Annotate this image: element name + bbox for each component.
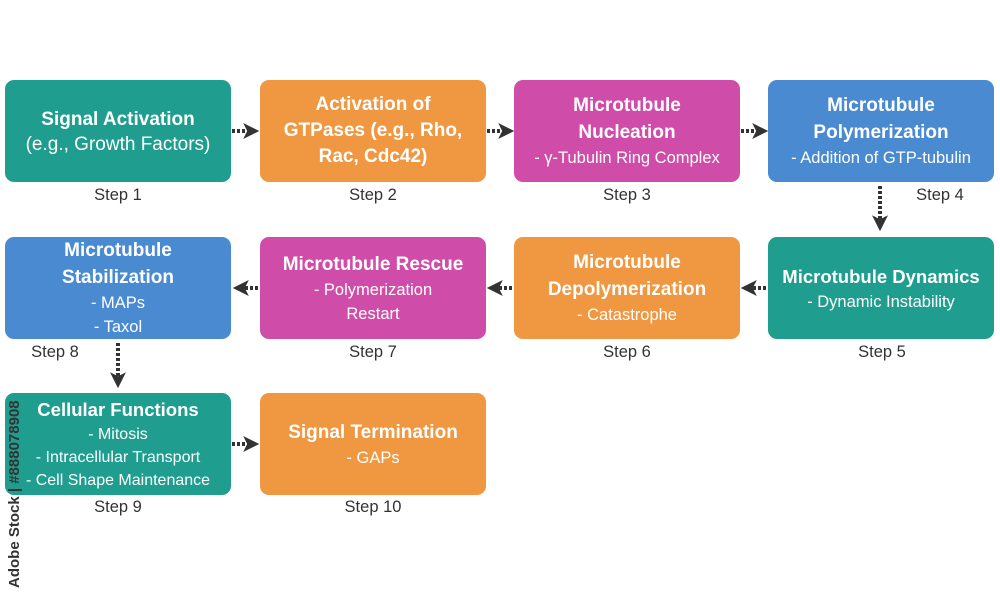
step-9-title: Cellular Functions: [37, 399, 199, 420]
step-9-label: Step 9: [94, 498, 142, 516]
step-2-box: Activation of GTPases (e.g., Rho, Rac, C…: [260, 80, 486, 182]
step-6-label: Step 6: [603, 343, 651, 361]
step-6-subtitle: - Catastrophe: [577, 306, 677, 324]
step-10-subtitle: - GAPs: [346, 448, 400, 467]
step-1-label: Step 1: [94, 186, 142, 204]
step-1-subtitle: (e.g., Growth Factors): [25, 133, 211, 155]
step-9-subtitle: - Mitosis - Intracellular Transport - Ce…: [25, 426, 211, 489]
step-6-box: Microtubule Depolymerization - Catastrop…: [514, 237, 740, 339]
step-7-subtitle: - Polymerization Restart: [313, 280, 433, 323]
step-8-title: Microtubule Stabilization: [62, 240, 174, 288]
step-3-label: Step 3: [603, 186, 651, 204]
step-1-title: Signal Activation: [41, 108, 195, 130]
step-7-box: Microtubule Rescue - Polymerization Rest…: [260, 237, 486, 339]
step-1-box: Signal Activation (e.g., Growth Factors): [5, 80, 231, 182]
step-10-label: Step 10: [344, 498, 402, 516]
step-8-label: Step 8: [31, 343, 79, 361]
step-4-label: Step 4: [916, 186, 964, 204]
step-4-title: Microtubule Polymerization: [813, 95, 949, 143]
step-8-subtitle: - MAPs - Taxol: [90, 294, 146, 336]
step-6-title: Microtubule Depolymerization: [547, 252, 707, 300]
step-2-title: Activation of GTPases (e.g., Rho, Rac, C…: [283, 94, 463, 167]
step-3-title: Microtubule Nucleation: [573, 95, 681, 143]
step-10-box: Signal Termination - GAPs: [260, 393, 486, 495]
step-7-title: Microtubule Rescue: [282, 253, 464, 275]
step-10-title: Signal Termination: [288, 421, 458, 443]
step-4-subtitle: - Addition of GTP-tubulin: [791, 149, 971, 167]
step-2-label: Step 2: [349, 186, 397, 204]
step-9-box: Cellular Functions - Mitosis - Intracell…: [5, 393, 231, 495]
step-3-subtitle: - γ-Tubulin Ring Complex: [534, 149, 720, 167]
step-5-subtitle: - Dynamic Instability: [807, 292, 955, 311]
step-7-label: Step 7: [349, 343, 397, 361]
stock-watermark: Adobe Stock | #888078908: [6, 400, 23, 588]
step-5-label: Step 5: [858, 343, 906, 361]
step-8-box: Microtubule Stabilization - MAPs - Taxol: [5, 237, 231, 339]
step-4-box: Microtubule Polymerization - Addition of…: [768, 80, 994, 182]
step-5-title: Microtubule Dynamics: [782, 265, 980, 287]
step-5-box: Microtubule Dynamics - Dynamic Instabili…: [768, 237, 994, 339]
step-3-box: Microtubule Nucleation - γ-Tubulin Ring …: [514, 80, 740, 182]
